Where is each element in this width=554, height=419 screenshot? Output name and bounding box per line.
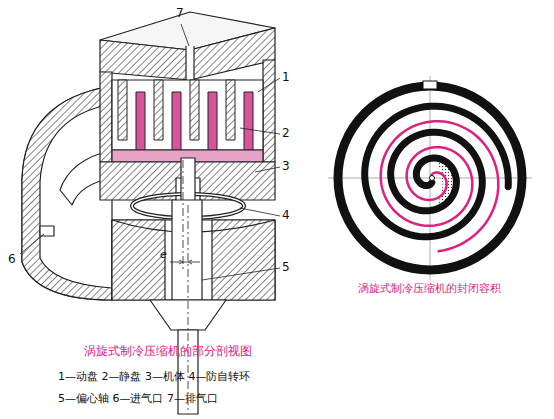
scroll-wrap [136,92,145,150]
scroll-wrap [208,92,217,150]
legend-key-text: 5—偏心轴 6—进气口 7—排气口 [58,392,218,405]
scroll-wrap [172,92,181,150]
callout-number: 5 [282,260,290,274]
scroll-spiral [381,121,499,251]
scroll-wrap [118,80,127,140]
scroll-wrap [190,80,199,140]
figure-caption: 涡旋式制冷压缩机的封闭容积 [358,282,501,295]
dimension-label: e [160,248,167,261]
figure-caption: 涡旋式制冷压缩机的部分剖视图 [84,344,252,358]
scroll-wrap [244,92,253,150]
callout-number: 2 [282,126,290,140]
callout-number: 6 [8,252,16,266]
callout-number: 4 [282,208,290,222]
callout-number: 1 [282,70,290,84]
scroll-wrap [154,80,163,140]
cutaway-drawing [20,12,280,414]
callout-number: 3 [282,159,290,173]
spiral-diagram [328,76,532,280]
legend-key-text: 1—动盘 2—静盘 3—机体 4—防自转环 [58,370,250,383]
callout-number: 7 [176,6,184,20]
scroll-wrap [226,80,235,140]
